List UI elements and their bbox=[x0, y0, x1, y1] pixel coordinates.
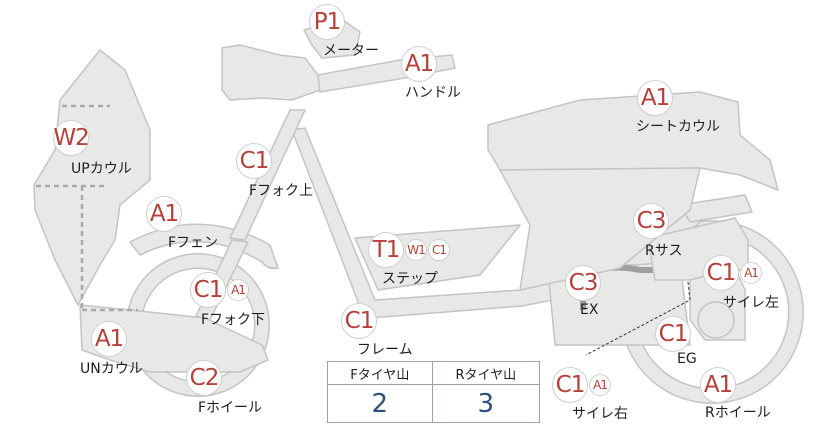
seat-cowl-label: シートカウル bbox=[636, 119, 720, 135]
seat-cowl-shape bbox=[487, 91, 779, 191]
front-tire-header: Fタイヤ山 bbox=[327, 361, 433, 385]
meter-badge: P1 bbox=[309, 4, 345, 40]
damage-code: C3 bbox=[565, 265, 601, 301]
damage-code: P1 bbox=[309, 4, 345, 40]
damage-code: C1 bbox=[341, 303, 377, 339]
front-tire-value: 2 bbox=[327, 384, 433, 423]
fwheel-badge: C2 bbox=[186, 360, 222, 396]
frame-badge: C1 bbox=[341, 303, 377, 339]
damage-code: A1 bbox=[589, 374, 611, 396]
ffork-upper-badge: C1 bbox=[236, 143, 272, 179]
eg-badge: C1 bbox=[655, 316, 691, 352]
ex-badge: C3 bbox=[565, 265, 601, 301]
rwheel-badge: A1 bbox=[700, 367, 736, 403]
damage-code: A1 bbox=[91, 321, 127, 357]
step-label: ステップ bbox=[382, 271, 438, 287]
un-cowl-shape bbox=[79, 304, 269, 373]
damage-code: C1 bbox=[703, 255, 739, 291]
damage-code: A1 bbox=[146, 196, 182, 232]
damage-code: C1 bbox=[655, 316, 691, 352]
up-cowl-label: UPカウル bbox=[71, 161, 132, 177]
muffler-right-badge: C1 A1 bbox=[552, 367, 611, 403]
damage-code: T1 bbox=[368, 232, 404, 268]
ffork-upper-label: Fフォク上 bbox=[249, 183, 314, 199]
muffler-right-label: サイレ右 bbox=[572, 406, 628, 422]
damage-code: C1 bbox=[236, 143, 272, 179]
meter-shape bbox=[221, 44, 321, 101]
meter-label: メーター bbox=[323, 43, 379, 59]
un-cowl-label: UNカウル bbox=[80, 361, 143, 377]
ex-label: EX bbox=[580, 302, 599, 318]
rear-tire-header: Rタイヤ山 bbox=[431, 361, 541, 385]
ffork-lower-label: Fフォク下 bbox=[201, 312, 266, 328]
rwheel-label: Rホイール bbox=[705, 405, 771, 421]
table-header-row: Fタイヤ山 Rタイヤ山 bbox=[327, 361, 541, 385]
table-row: 2 3 bbox=[327, 384, 541, 423]
eg-label: EG bbox=[677, 351, 697, 367]
damage-code: C1 bbox=[428, 239, 450, 261]
fender-badge: A1 bbox=[146, 196, 182, 232]
ffork-shape bbox=[229, 109, 306, 241]
step-badge: T1 W1 C1 bbox=[368, 232, 450, 268]
damage-code: A1 bbox=[740, 262, 762, 284]
damage-code: C1 bbox=[190, 272, 226, 308]
ffork-lower-badge: C1 A1 bbox=[190, 272, 249, 308]
muffler-left-badge: C1 A1 bbox=[703, 255, 762, 291]
tire-tread-table: Fタイヤ山 Rタイヤ山 2 3 bbox=[327, 361, 541, 423]
seat-cowl-badge: A1 bbox=[637, 80, 673, 116]
damage-code: A1 bbox=[227, 279, 249, 301]
handle-label: ハンドル bbox=[405, 85, 461, 101]
damage-code: C3 bbox=[633, 203, 669, 239]
damage-code: W1 bbox=[405, 239, 427, 261]
frame-label: フレーム bbox=[357, 342, 413, 358]
fwheel-label: Fホイール bbox=[198, 400, 263, 416]
up-cowl-badge: W2 bbox=[53, 120, 90, 156]
rear-tire-value: 3 bbox=[431, 384, 541, 423]
rsus-badge: C3 bbox=[633, 203, 669, 239]
damage-code: C2 bbox=[186, 360, 222, 396]
damage-code: A1 bbox=[401, 46, 437, 82]
rsus-label: Rサス bbox=[645, 243, 683, 259]
handle-badge: A1 bbox=[401, 46, 437, 82]
damage-code: C1 bbox=[552, 367, 588, 403]
damage-code: W2 bbox=[53, 120, 90, 156]
up-cowl-shape bbox=[33, 49, 151, 306]
damage-code: A1 bbox=[700, 367, 736, 403]
un-cowl-badge: A1 bbox=[91, 321, 127, 357]
fender-label: Fフェン bbox=[168, 235, 219, 251]
damage-code: A1 bbox=[637, 80, 673, 116]
muffler-left-label: サイレ左 bbox=[723, 295, 779, 311]
